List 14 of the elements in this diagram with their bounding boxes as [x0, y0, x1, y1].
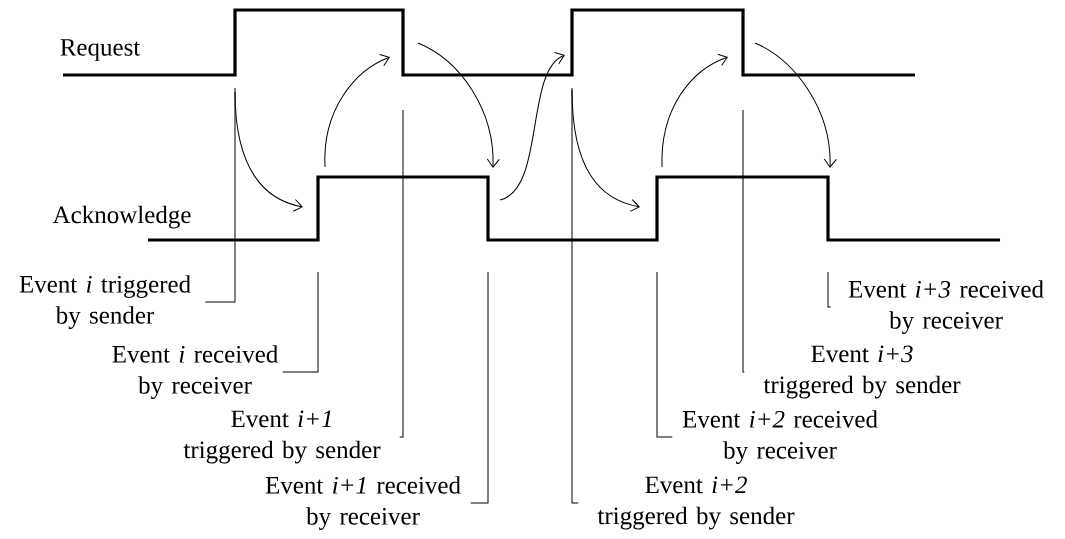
signal-name: Request — [60, 39, 141, 61]
leader-line — [470, 271, 489, 504]
leader-line — [571, 87, 579, 504]
leader-line — [204, 87, 236, 303]
leader-line — [827, 271, 832, 308]
leader-line — [656, 271, 673, 438]
leader-line — [282, 271, 319, 373]
leader-line — [399, 109, 404, 438]
event-label: Event i received by receiver — [112, 345, 278, 399]
signal-name: Acknowledge — [52, 205, 191, 229]
event-label: Event i+2 triggered by sender — [597, 476, 795, 530]
event-label: Event i+1 received by receiver — [265, 476, 461, 530]
event-label: Event i triggered by sender — [19, 275, 191, 329]
leader-line — [742, 109, 745, 373]
